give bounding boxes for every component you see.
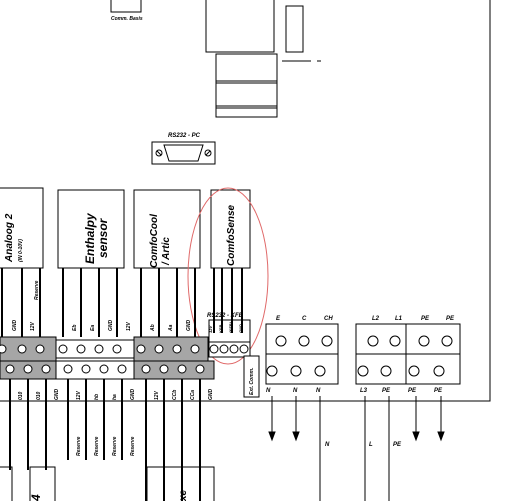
analoog-module: Analoog 2 (IN 0-10V)	[0, 187, 44, 269]
comfocool-module: ComfoCool / Artic	[133, 189, 201, 269]
terminal-label: 12V	[126, 321, 132, 331]
reserve-label: Reserve	[76, 436, 82, 456]
terminal-label: 010	[36, 391, 42, 400]
terminal-label: CCa	[190, 390, 196, 400]
terminal-label: 12V	[30, 321, 36, 331]
terminal-label: GND	[186, 320, 192, 332]
power-block-3: PE PE PE PE	[405, 316, 461, 394]
power-label: PE	[408, 388, 417, 394]
power-label: L1	[395, 316, 403, 322]
terminal-label: 010	[18, 391, 24, 400]
terminal-label: GND	[108, 320, 114, 332]
enthalpy-label-2: sensor	[96, 217, 110, 258]
reserve-label: Reserve	[112, 436, 118, 456]
power-label: PE	[382, 388, 391, 394]
top-connector-block	[205, 0, 321, 118]
terminal-label: GND	[208, 389, 214, 401]
comfosense-module: ComfoSense RS232 - KFB	[207, 189, 251, 319]
enthalpy-label-1: Enthalpy	[83, 212, 97, 264]
power-output-arrows	[268, 396, 445, 501]
ext-comm-connector: Ext. Comm.	[243, 355, 260, 398]
terminal-label: 12V	[76, 390, 82, 400]
terminal-label: hb	[94, 394, 100, 400]
kfb-pin-label: (KFB)	[228, 321, 233, 333]
rs232-kfb-label: RS232 - KFB	[207, 313, 244, 319]
power-label: N	[293, 388, 298, 394]
bottom-partial-modules: 4 xe	[0, 466, 215, 501]
upper-terminal-strip	[0, 336, 209, 362]
comfosense-label: ComfoSense	[226, 204, 237, 266]
lower-terminal-strip	[0, 360, 215, 380]
power-label: L2	[372, 316, 380, 322]
power-label: PE	[421, 316, 430, 322]
rs232-pc-label: RS232 - PC	[168, 133, 201, 139]
partial-module-xe: xe	[178, 489, 189, 501]
ext-comm-label: Ext. Comm.	[249, 367, 255, 395]
terminal-label: GND	[12, 320, 18, 332]
rs232-pc-connector: RS232 - PC	[151, 133, 216, 165]
power-label: PE	[434, 388, 443, 394]
analoog-sublabel: (IN 0-10V)	[18, 239, 24, 262]
terminal-label: Ab	[150, 324, 156, 332]
power-label: CH	[324, 316, 333, 322]
output-label: N	[325, 442, 330, 448]
power-block-1: E C CH N N N	[265, 316, 339, 394]
kfb-connector: 12V KFB (KFB) GND	[208, 319, 251, 358]
upper-terminal-labels: GND 12V Reserve Eb Ea GND 12V Ab Aa GND	[12, 280, 192, 332]
kfb-pin-label: GND	[238, 324, 243, 333]
lower-wires	[9, 379, 201, 501]
output-label: L	[369, 442, 373, 448]
enthalpy-module: Enthalpy sensor	[57, 189, 125, 269]
kfb-pin-label: 12V	[208, 326, 213, 333]
power-block-2: L2 L1 L3 PE	[355, 316, 407, 394]
power-label: E	[276, 316, 281, 322]
comfocool-label-1: ComfoCool	[149, 214, 160, 268]
terminal-label: CCb	[172, 390, 178, 400]
comfocool-label-2: / Artic	[161, 237, 172, 266]
terminal-label: Ea	[90, 325, 96, 331]
comm-basis-block: Comm. Basis	[110, 0, 143, 22]
terminal-label: Eb	[72, 325, 78, 331]
lower-terminal-labels: 010 010 GND 12V hb ha GND 12V CCb CCa GN…	[18, 389, 214, 457]
power-label: N	[316, 388, 321, 394]
power-label: PE	[446, 316, 455, 322]
terminal-label: 12V	[154, 390, 160, 400]
kfb-pin-label: KFB	[218, 325, 223, 333]
terminal-label: GND	[54, 389, 60, 401]
partial-module-4: 4	[29, 494, 43, 501]
power-label: C	[302, 316, 307, 322]
terminal-label: GND	[130, 389, 136, 401]
power-label: L3	[360, 388, 368, 394]
comm-basis-label: Comm. Basis	[111, 16, 143, 22]
terminal-label: ha	[112, 394, 118, 400]
reserve-label: Reserve	[130, 436, 136, 456]
comfosense-highlight	[187, 187, 269, 365]
power-label: N	[266, 388, 271, 394]
output-label: PE	[393, 442, 402, 448]
module-wires	[1, 268, 243, 337]
terminal-label: Reserve	[34, 280, 40, 300]
terminal-label: Aa	[168, 324, 174, 332]
reserve-label: Reserve	[94, 436, 100, 456]
analoog-label: Analoog 2	[4, 213, 15, 263]
